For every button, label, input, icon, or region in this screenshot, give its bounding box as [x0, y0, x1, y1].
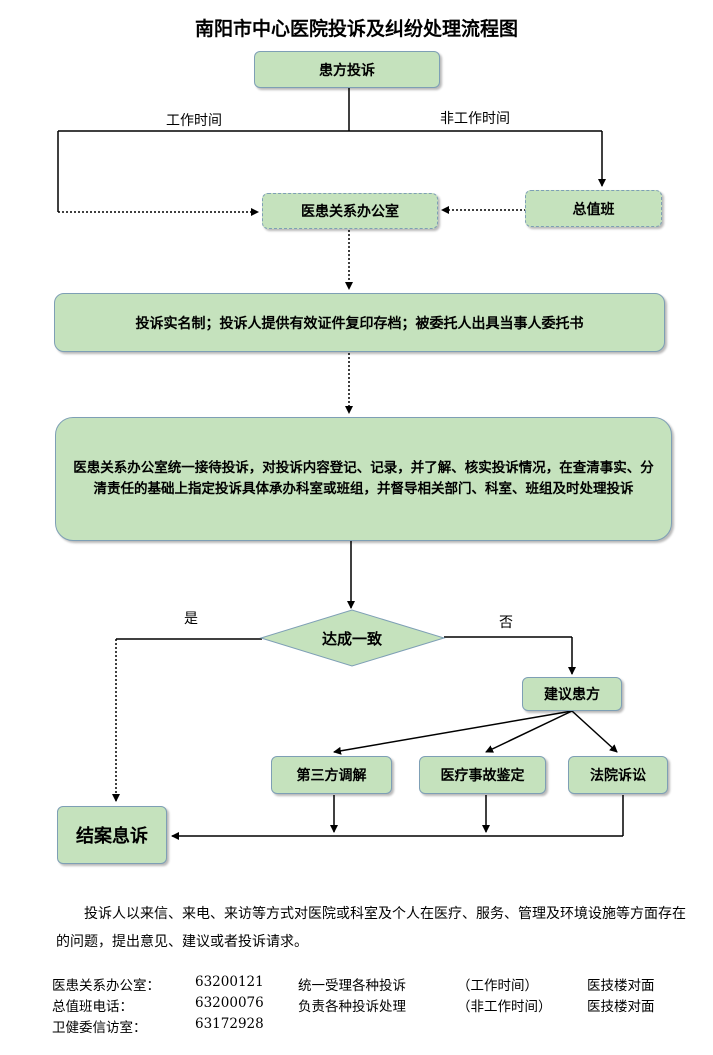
contact-location: 医技楼对面 — [587, 999, 655, 1015]
non-work-time-label: 非工作时间 — [440, 111, 510, 127]
agreement-label: 达成一致 — [321, 630, 382, 648]
medical-accident-appraisal-label: 医疗事故鉴定 — [440, 768, 525, 784]
real-name-requirement-node: 投诉实名制；投诉人提供有效证件复印存档；被委托人出具当事人委托书 — [54, 293, 665, 352]
yes-label: 是 — [184, 611, 198, 627]
contact-name: 总值班电话： — [52, 999, 133, 1015]
court-litigation-label: 法院诉讼 — [590, 768, 646, 784]
complaint-description: 投诉人以来信、来电、来访等方式对医院或科室及个人在医疗、服务、管理及环境设施等方… — [56, 906, 686, 950]
third-party-mediation-node: 第三方调解 — [271, 756, 392, 794]
agreement-decision-diamond — [259, 609, 446, 667]
page-title: 南阳市中心医院投诉及纠纷处理流程图 — [194, 18, 518, 40]
third-party-mediation-label: 第三方调解 — [296, 768, 367, 784]
court-litigation-node: 法院诉讼 — [568, 756, 668, 794]
general-duty-node: 总值班 — [525, 190, 662, 227]
contact-name: 卫健委信访室： — [52, 1020, 147, 1036]
office-process-label: 医患关系办公室统一接待投诉，对投诉内容登记、记录，并了解、核实投诉情况，在查清事… — [73, 460, 654, 497]
contact-phone: 63200121 — [195, 974, 264, 990]
close-case-node: 结案息诉 — [57, 806, 167, 864]
suggest-patient-label: 建议患方 — [544, 687, 600, 703]
work-time-label: 工作时间 — [166, 113, 222, 129]
contact-location: 医技楼对面 — [587, 978, 655, 994]
contact-duty: 统一受理各种投诉 — [298, 978, 406, 994]
contact-phone: 63200076 — [195, 995, 264, 1011]
general-duty-label: 总值班 — [572, 201, 615, 218]
contact-duty: 负责各种投诉处理 — [298, 999, 406, 1015]
office-process-node: 医患关系办公室统一接待投诉，对投诉内容登记、记录，并了解、核实投诉情况，在查清事… — [55, 417, 672, 541]
patient-complaint-node: 患方投诉 — [254, 51, 440, 88]
doctor-patient-office-label: 医患关系办公室 — [301, 204, 399, 220]
doctor-patient-office-node: 医患关系办公室 — [262, 193, 438, 229]
patient-complaint-label: 患方投诉 — [319, 62, 375, 79]
close-case-label: 结案息诉 — [76, 826, 148, 847]
real-name-requirement-label: 投诉实名制；投诉人提供有效证件复印存档；被委托人出具当事人委托书 — [135, 315, 584, 332]
contact-time: （工作时间） — [457, 978, 538, 994]
suggest-patient-node: 建议患方 — [522, 677, 622, 711]
contact-time: （非工作时间） — [457, 999, 552, 1015]
contact-phone: 63172928 — [195, 1016, 264, 1032]
no-label: 否 — [499, 615, 513, 631]
contact-name: 医患关系办公室： — [52, 978, 160, 994]
medical-accident-appraisal-node: 医疗事故鉴定 — [419, 756, 546, 794]
